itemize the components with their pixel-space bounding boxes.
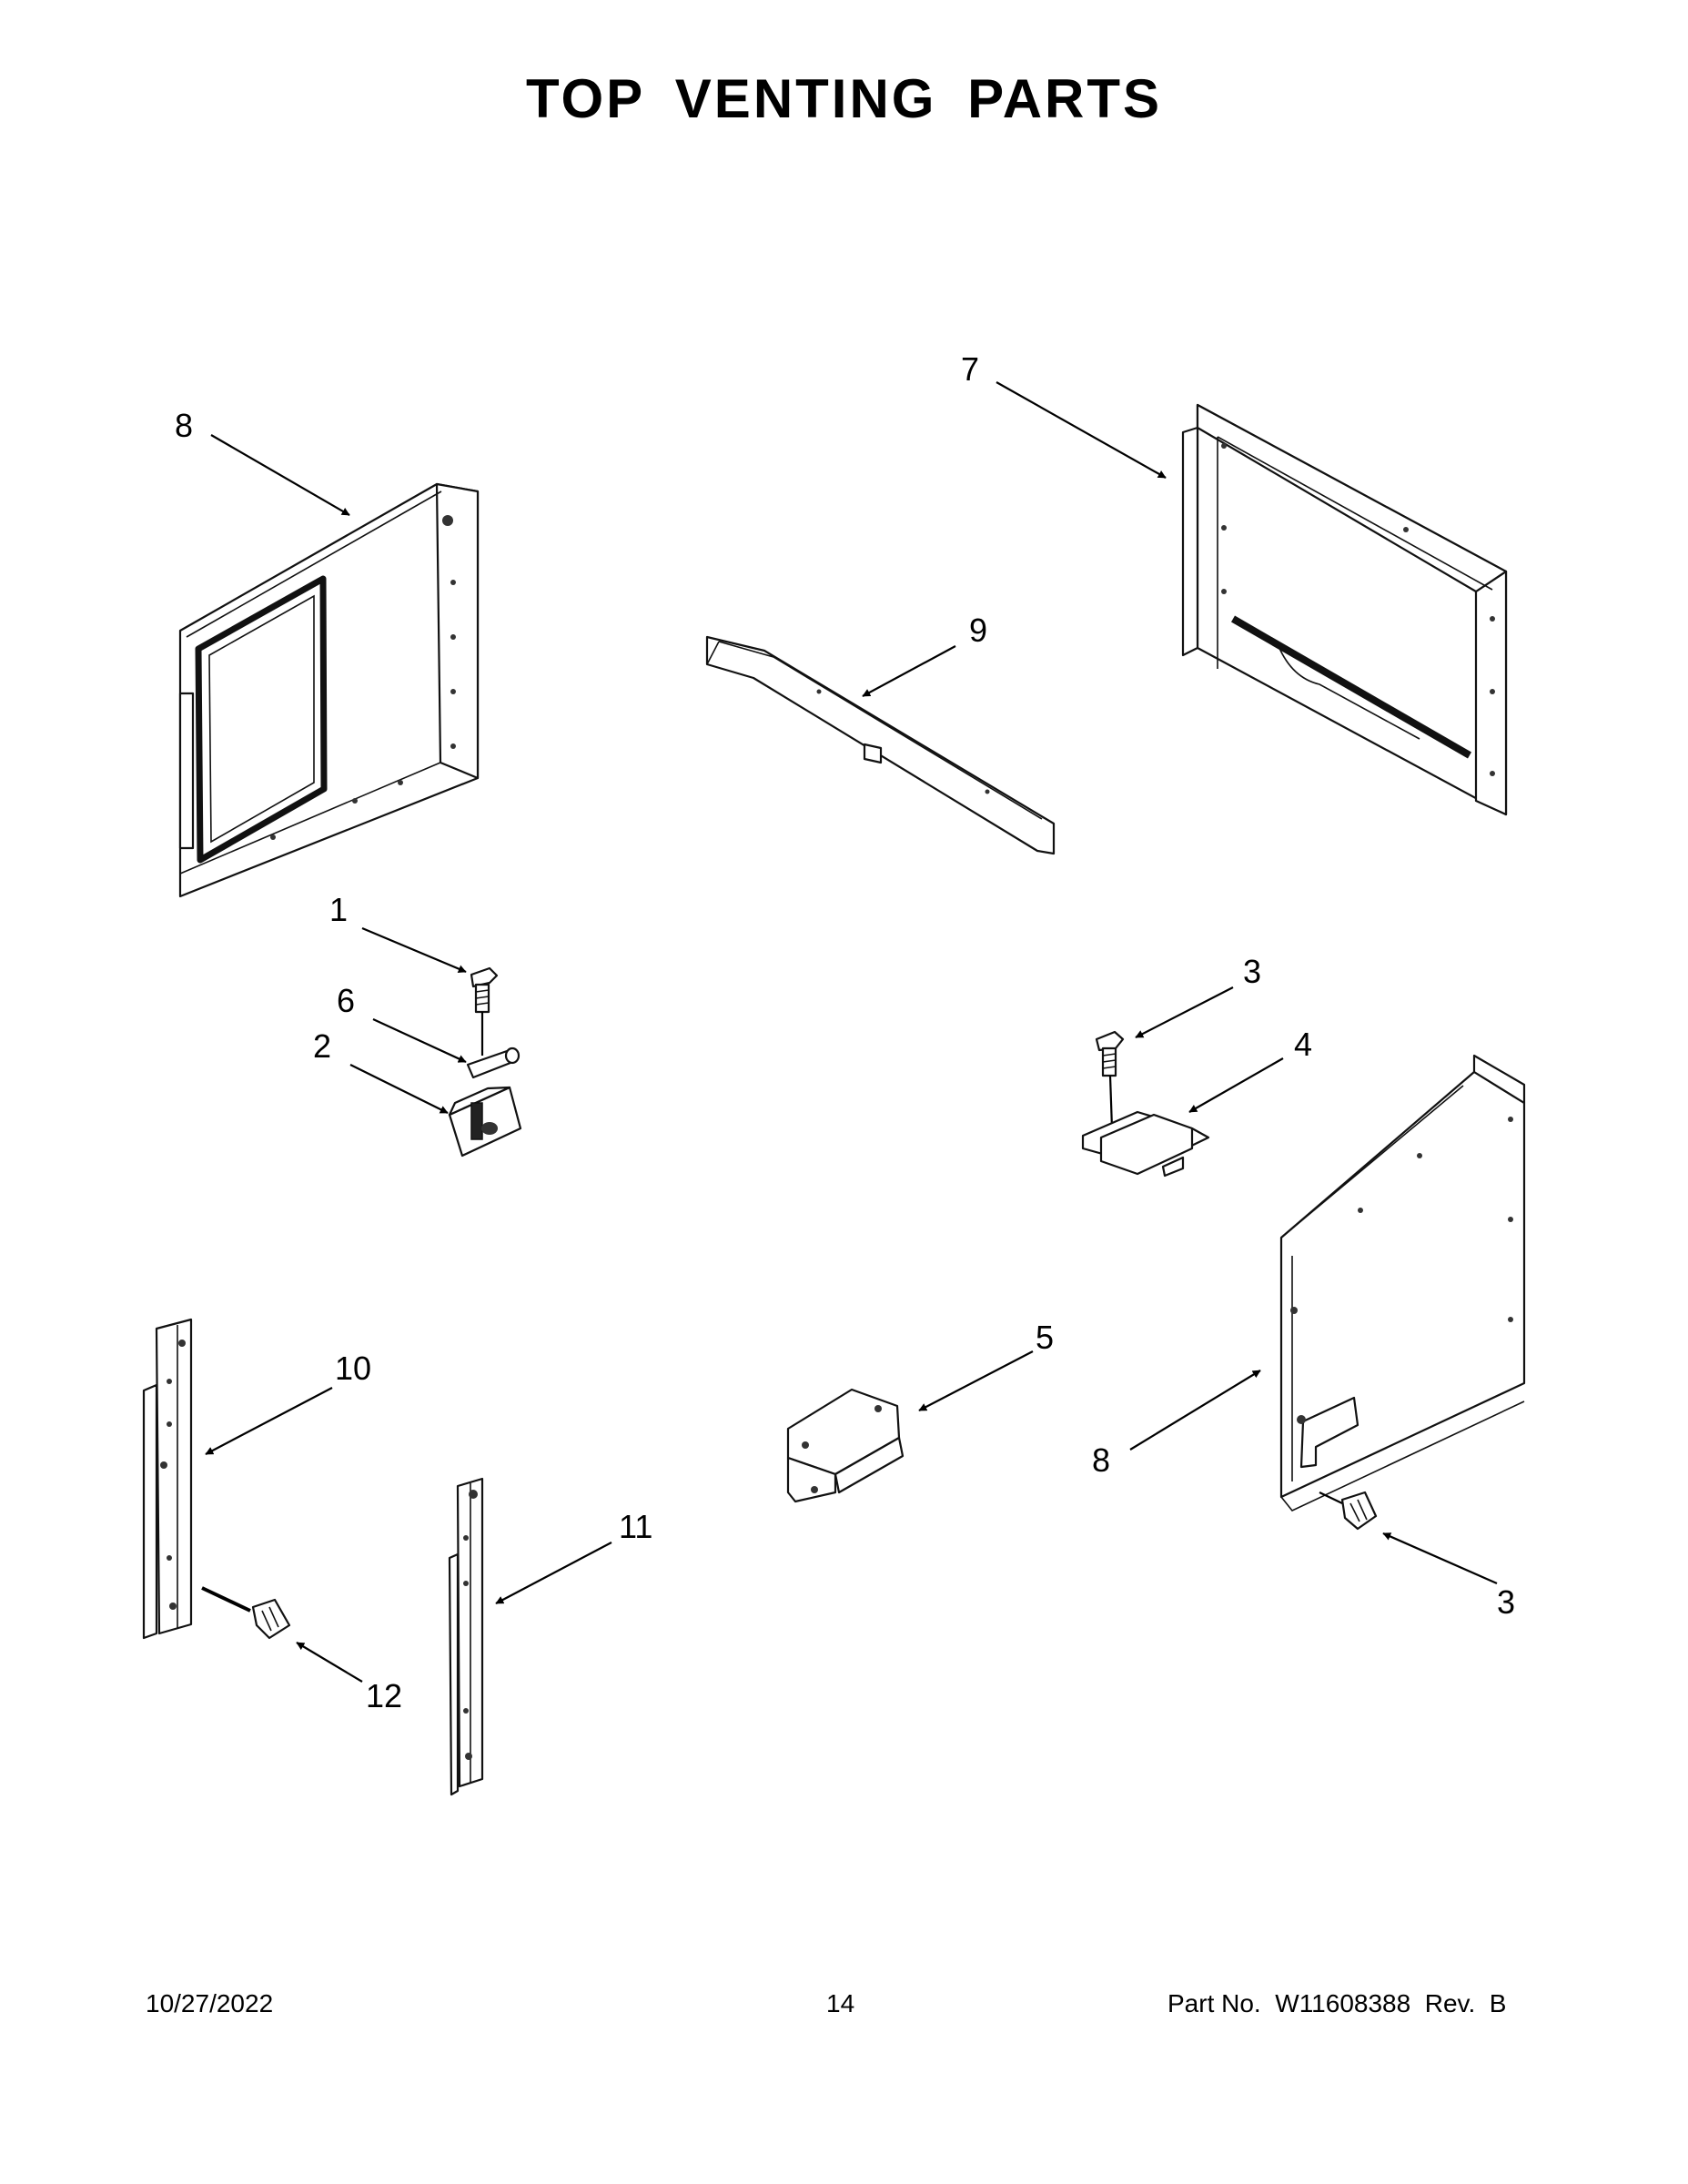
callout-1: 1 [329, 891, 348, 928]
callout-11: 11 [619, 1508, 652, 1545]
screw-part-1 [470, 966, 499, 1056]
screw-part-12 [201, 1586, 291, 1640]
footer-page-number: 14 [826, 1989, 855, 2017]
leader-3-lower [1382, 1532, 1498, 1585]
callout-4: 4 [1294, 1026, 1312, 1063]
box-part-4 [1081, 1110, 1210, 1178]
callout-2: 2 [313, 1027, 331, 1065]
callout-8-top: 8 [175, 407, 193, 444]
block-part-2 [448, 1086, 522, 1158]
top-vent-panel-part [1181, 403, 1508, 816]
callout-3-upper: 3 [1243, 953, 1261, 990]
callout-8-lower: 8 [1092, 1441, 1110, 1479]
leader-7 [996, 381, 1167, 479]
callout-9: 9 [969, 612, 987, 649]
footer-date: 10/27/2022 [146, 1989, 274, 2017]
callout-3-lower: 3 [1497, 1583, 1515, 1621]
leader-11 [495, 1542, 612, 1604]
leader-2 [349, 1064, 449, 1114]
leader-4 [1188, 1057, 1284, 1113]
leader-10 [205, 1387, 333, 1455]
leader-1 [361, 926, 467, 974]
leader-6 [372, 1018, 467, 1063]
leader-8-top [210, 434, 350, 516]
side-panel-left-part [178, 482, 480, 898]
tube-part-6 [466, 1046, 521, 1079]
screw-part-3-lower [1319, 1491, 1378, 1531]
leader-12 [296, 1642, 363, 1683]
leader-8-lower [1129, 1370, 1261, 1451]
channel-bracket-part [705, 635, 1056, 855]
bracket-part-5 [786, 1388, 905, 1503]
callout-10: 10 [335, 1350, 371, 1387]
screw-part-3-upper [1095, 1030, 1125, 1129]
callout-5: 5 [1036, 1319, 1054, 1356]
callout-6: 6 [337, 982, 355, 1019]
leader-3-upper [1135, 986, 1234, 1038]
page-title: TOP VENTING PARTS [525, 68, 1163, 129]
rail-part-11 [448, 1477, 484, 1796]
callout-7: 7 [961, 350, 979, 388]
callout-12: 12 [366, 1677, 402, 1714]
leader-5 [918, 1350, 1034, 1411]
rail-part-10 [142, 1318, 193, 1640]
side-panel-right-part [1279, 1054, 1526, 1512]
leader-9 [862, 645, 956, 697]
footer-part-number: Part No. W11608388 Rev. B [1167, 1989, 1507, 2017]
